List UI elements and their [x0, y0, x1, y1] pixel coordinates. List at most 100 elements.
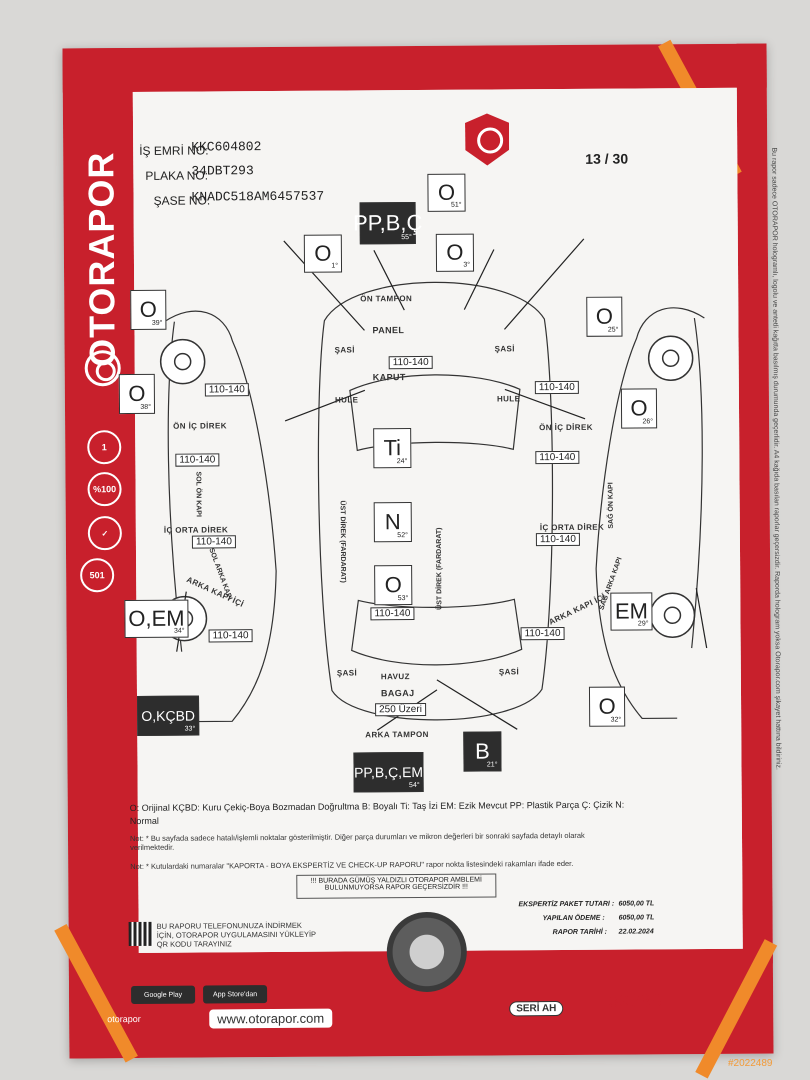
- sol-far-status: O: [314, 240, 332, 266]
- panel-label: PANEL: [372, 325, 405, 336]
- arka-tampon-label: ARKA TAMPON: [365, 729, 429, 740]
- note-1: Not: * Bu sayfada sadece hatalı/işlemli …: [129, 830, 585, 853]
- badge-100-icon: %100: [87, 472, 122, 507]
- sag-mm-4: 110-140: [520, 626, 565, 641]
- arka-tampon-status: PP,B,Ç,EM: [353, 763, 424, 781]
- kaput-label: KAPUT: [372, 372, 406, 383]
- reference-number: #2022489: [728, 1058, 773, 1069]
- sag-on-ic-direk-label: ÖN İÇ DİREK: [539, 422, 593, 433]
- report-sheet: OTORAPOR 1 %100 ✓ 501 İŞ EMRİ NO: KKC604…: [54, 39, 782, 1079]
- kaput-mm: 110-140: [388, 355, 433, 370]
- sag-on-camurluk-point: 25°: [607, 326, 619, 334]
- google-play-button[interactable]: Google Play: [131, 985, 196, 1005]
- paket-value: 6050,00 TL: [618, 900, 655, 908]
- arka-tampon-point: 54°: [409, 781, 420, 790]
- left-side-outline: [164, 310, 277, 723]
- website-link[interactable]: www.otorapor.com: [209, 1008, 333, 1029]
- sag-mm-3: 110-140: [535, 532, 580, 547]
- sol-ic-orta-label: İÇ ORTA DİREK: [163, 525, 229, 535]
- badge-one-icon: 1: [87, 430, 122, 465]
- hologram-seal-icon: [386, 911, 468, 993]
- bagaj-ust-mm: 110-140: [370, 607, 415, 621]
- sag-far-point: 3°: [463, 261, 471, 269]
- on-tampon-label: ÖN TAMPON: [360, 294, 413, 304]
- bagaj-ust-point: 53°: [397, 595, 409, 603]
- top-view-outline: [317, 281, 554, 721]
- sol-on-ic-direk-label: ÖN İÇ DİREK: [173, 421, 227, 431]
- on-tampon-status: PP,B,Ç: [352, 209, 423, 236]
- note-2: Not: * Kutulardaki numaralar "KAPORTA - …: [130, 858, 574, 872]
- havuz-label: HAVUZ: [380, 672, 410, 682]
- sol-mm-2: 110-140: [175, 453, 220, 467]
- hule-label-right: HULE: [496, 394, 521, 404]
- qr-instructions: BU RAPORU TELEFONUNUZA İNDİRMEK İÇİN, OT…: [156, 920, 316, 949]
- tavan-point: 24°: [396, 458, 408, 466]
- sag-on-kapi-point: 26°: [642, 418, 654, 426]
- sase-label-front-right: ŞASİ: [494, 344, 515, 354]
- kaput-front-point: 51°: [450, 201, 462, 209]
- sag-on-kapi-label: SAĞ ÖN KAPI: [607, 482, 615, 529]
- sag-mm-2: 110-140: [535, 450, 580, 465]
- paket-label: EKSPERTİZ PAKET TUTARI :: [518, 900, 615, 909]
- hule-label-left: HULE: [334, 395, 359, 405]
- legend-text: O: Orijinal KÇBD: Kuru Çekiç-Boya Bozmad…: [129, 799, 625, 827]
- report-content: İŞ EMRİ NO: KKC604802 PLAKA NO: 34DBT293…: [118, 87, 782, 993]
- sag-mm-1: 110-140: [534, 380, 579, 395]
- sol-arka-camurluk-point: 33°: [184, 725, 196, 733]
- serial-number: 130688: [597, 992, 663, 1013]
- validity-note: Bu rapor sadece OTORAPOR hologramlı, log…: [770, 147, 782, 770]
- ust-direk-right-label: ÜST DİREK (FARDARAT): [435, 527, 444, 610]
- sol-mm-4: 110-140: [208, 629, 253, 643]
- on-tampon-point: 55°: [401, 234, 412, 242]
- sol-on-kapi-label: SOL ÖN KAPI: [194, 471, 202, 517]
- badge-501-icon: 501: [80, 558, 115, 593]
- qr-code-icon: [128, 921, 153, 947]
- right-side-outline: [595, 307, 705, 720]
- sag-arka-camurluk-point: 32°: [610, 716, 622, 724]
- bagaj-mm: 250 Üzeri: [375, 702, 426, 717]
- tarih-value: 22.02.2024: [618, 928, 654, 936]
- sol-far-point: 1°: [331, 262, 339, 270]
- bagaj-point: 21°: [486, 761, 498, 769]
- otorapor-logo-icon: [84, 350, 121, 387]
- sag-arka-kapi-point: 29°: [637, 620, 649, 628]
- odeme-value: 6050,00 TL: [618, 914, 655, 922]
- social-handle[interactable]: otorapor: [107, 1013, 141, 1025]
- sase-label-front-left: ŞASİ: [334, 345, 355, 355]
- ust-direk-left-label: ÜST DİREK (FARDARAT): [338, 500, 347, 583]
- sol-arka-camurluk-status: O,KÇBD: [141, 707, 196, 724]
- sase-label-rear-left: ŞASİ: [336, 668, 358, 678]
- app-store-button[interactable]: App Store'dan: [203, 985, 268, 1004]
- sag-ic-orta-label: İÇ ORTA DİREK: [539, 522, 605, 533]
- odeme-label: YAPILAN ÖDEME :: [542, 914, 605, 923]
- sag-far-status: O: [446, 239, 464, 265]
- sol-mm-1: 110-140: [204, 383, 249, 397]
- shield-icon: ✓: [87, 516, 122, 551]
- hologram-warning: !!! BURADA GÜMÜŞ YALDIZLI OTORAPOR AMBLE…: [296, 873, 497, 899]
- bagaj-label: BAGAJ: [380, 688, 415, 699]
- sol-on-camurluk-point: 39°: [151, 319, 163, 327]
- seri-label: SERİ AH: [509, 1000, 564, 1017]
- sase-label-rear-right: ŞASİ: [498, 667, 520, 677]
- tarih-label: RAPOR TARİHİ :: [552, 928, 608, 937]
- sol-arka-kapi-point: 34°: [173, 627, 185, 635]
- sol-on-kapi-point: 38°: [140, 403, 152, 411]
- tavan-rear-point: 52°: [397, 532, 408, 540]
